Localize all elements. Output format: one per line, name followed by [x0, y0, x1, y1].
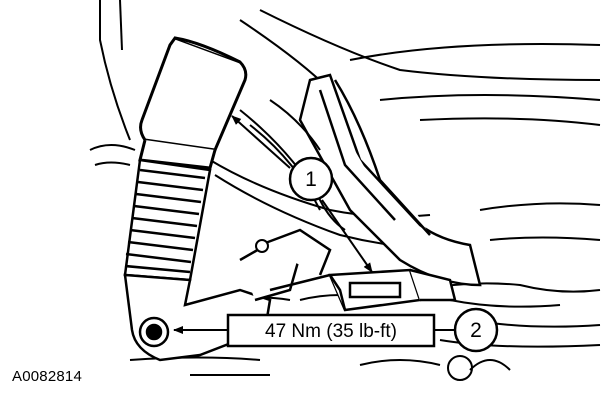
torque-label: 47 Nm (35 lb-ft)	[265, 321, 397, 342]
callout-1-circle	[288, 156, 334, 202]
callout-1-leaders	[231, 115, 373, 273]
lower-mount-bolt	[138, 316, 170, 348]
torque-specification: 47 Nm (35 lb-ft)	[173, 313, 456, 348]
upper-dust-cover	[138, 36, 248, 170]
callout-1-number: 1	[305, 168, 317, 191]
callout-2-number: 2	[470, 319, 482, 342]
shock-absorber-bellows	[123, 158, 212, 282]
vehicle-body-structure	[89, 0, 601, 381]
bracket-panel	[298, 73, 482, 287]
mount-stud	[255, 239, 269, 253]
torque-label-box	[226, 313, 436, 348]
callout-2: 2	[453, 307, 499, 353]
callout-1: 1	[288, 156, 334, 202]
figure-id: A0082814	[12, 368, 83, 385]
connector-module	[328, 268, 457, 312]
callout-2-circle	[453, 307, 499, 353]
